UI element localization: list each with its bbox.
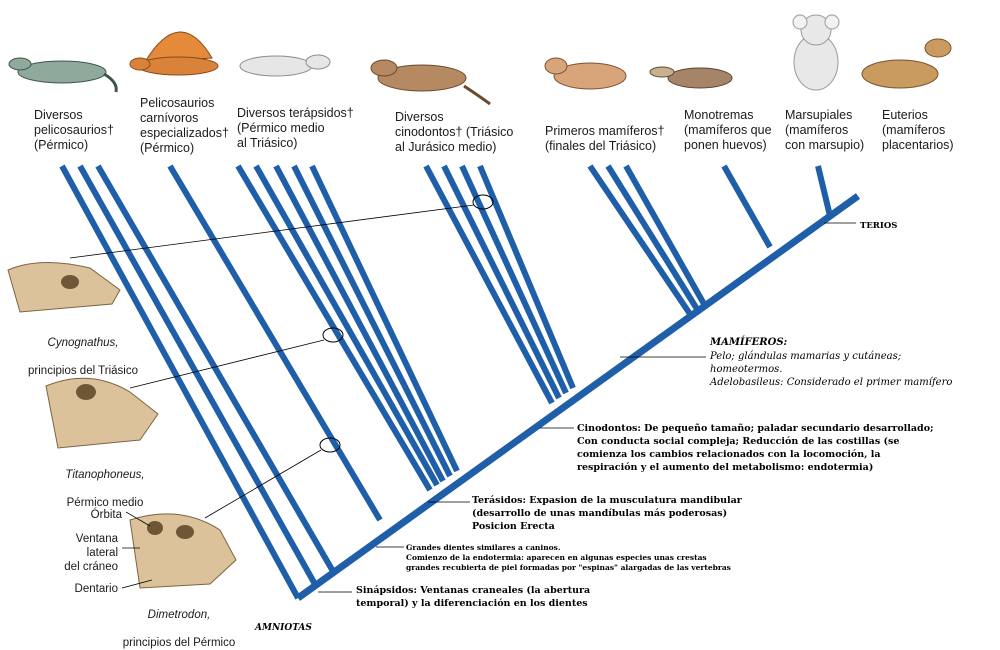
skull-name-cynognathus: Cynognathus, — [47, 337, 119, 349]
titanophoneus-skull — [45, 377, 159, 449]
skull-period-dimetrodon: principios del Pérmico — [122, 637, 236, 649]
branch-2 — [77, 164, 319, 588]
taxon-label-monotremas: Monotremas (mamíferos que ponen huevos) — [684, 108, 772, 152]
koala-illustration — [792, 14, 840, 91]
branch-13 — [477, 164, 576, 390]
branch-12 — [459, 164, 569, 395]
annotation-mamiferos-title: MAMÍFEROS: — [710, 337, 788, 348]
skull-name-titanophoneus: Titanophoneus, — [65, 469, 145, 481]
annotation-terasidos: Terásidos: Expasion de la musculatura ma… — [472, 495, 742, 532]
leader-dentario — [121, 579, 153, 589]
skull-caption-titanophoneus: Titanophoneus, Pérmico medio — [40, 454, 170, 510]
monotreme-illustration — [649, 66, 733, 89]
skull-part-dentario: Dentario — [74, 583, 118, 595]
skull-illustrations — [7, 262, 237, 589]
taxon-label-pelicosaurios-carnivoros: Pelicosaurios carnívoros especializados†… — [140, 96, 229, 155]
taxon-label-euterios: Euterios (mamíferos placentarios) — [882, 108, 954, 152]
skull-part-ventana-lateral: Ventana lateral del cráneo — [64, 533, 118, 573]
skull-marker-circle-3 — [319, 437, 341, 453]
taxon-label-pelicosaurios: Diversos pelicosaurios† (Pérmico) — [34, 108, 114, 152]
branch-14 — [587, 164, 693, 316]
branch-main-trunk — [295, 193, 861, 601]
skull-caption-dimetrodon: Dimetrodon, principios del Pérmico — [104, 594, 254, 650]
leader-titanophoneus — [129, 339, 325, 389]
ferret-illustration — [861, 38, 952, 89]
branch-6 — [253, 164, 440, 487]
skull-marker-circle-2 — [322, 327, 344, 343]
leader-dimetrodon — [204, 449, 322, 519]
taxon-label-marsupiales: Marsupiales (mamíferos con marsupio) — [785, 108, 865, 152]
taxon-label-primeros-mamiferos: Primeros mamíferos† (finales del Triásic… — [545, 124, 665, 153]
branch-18 — [815, 165, 833, 217]
branch-7 — [273, 164, 446, 483]
branch-10 — [423, 164, 555, 405]
clade-label-terios: TERIOS — [860, 221, 897, 231]
early-mammal-illustration — [544, 57, 627, 90]
branch-3 — [95, 164, 337, 575]
animal-illustrations — [8, 14, 952, 106]
skull-part-orbita: Órbita — [90, 509, 122, 521]
cynognathus-skull — [7, 262, 121, 313]
leader-orbita — [125, 511, 151, 527]
dimetrodon-illustration — [129, 31, 219, 76]
annotation-cinodontos: Cinodontos: De pequeño tamaño; paladar s… — [577, 423, 934, 473]
branch-1 — [59, 164, 301, 600]
cynodont-illustration — [370, 59, 491, 106]
skull-name-dimetrodon: Dimetrodon, — [147, 609, 211, 621]
skull-period-cynognathus: principios del Triásico — [28, 365, 138, 377]
branch-16 — [623, 164, 707, 306]
branch-8 — [291, 164, 453, 478]
skull-caption-cynognathus: Cynognathus, principios del Triásico — [8, 322, 158, 378]
dimetrodon-skull — [129, 513, 237, 589]
cladogram-branches — [59, 164, 861, 601]
taxon-label-cinodontos: Diversos cinodontos† (Triásico al Jurási… — [395, 110, 514, 154]
therapsid-illustration — [239, 54, 331, 77]
taxon-label-terapsidos: Diversos terápsidos† (Pérmico medio al T… — [237, 106, 354, 150]
annotation-grandes-dientes: Grandes dientes similares a caninos. Com… — [406, 543, 731, 572]
pelycosaur-illustration — [8, 57, 118, 93]
annotation-mamiferos-body: Pelo; glándulas mamarias y cutáneas; hom… — [710, 351, 953, 388]
skull-period-titanophoneus: Pérmico medio — [66, 497, 144, 509]
branch-15 — [605, 164, 700, 311]
skull-marker-circle-1 — [472, 194, 494, 210]
branch-4 — [167, 164, 383, 522]
branch-11 — [441, 164, 562, 400]
leader-cynognathus — [69, 204, 475, 259]
branch-9 — [309, 164, 460, 473]
branch-17 — [721, 164, 773, 249]
annotation-sinapsidos: Sinápsidos: Ventanas craneales (la abert… — [356, 585, 591, 609]
annotation-leader-lines — [69, 194, 856, 593]
clade-label-amniotas: AMNIOTAS — [254, 623, 312, 633]
